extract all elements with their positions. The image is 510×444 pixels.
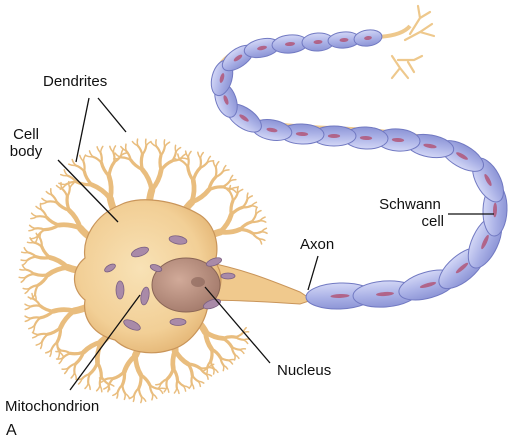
nucleolus: [191, 277, 205, 287]
myelin-sheath: [210, 29, 508, 310]
label-cell-body-line1: Cell: [13, 126, 39, 143]
label-schwann-cell: Schwann cell: [376, 196, 444, 230]
leader-lines: [57, 97, 494, 391]
panel-letter: A: [6, 422, 17, 439]
axon-hillock: [199, 261, 314, 305]
label-cell-body: Cell body: [6, 126, 46, 160]
label-schwann-line1: Schwann: [379, 196, 441, 213]
label-schwann-line2: cell: [421, 213, 444, 230]
axon-terminals: [390, 4, 436, 80]
nucleus: [151, 257, 221, 313]
label-mitochondrion: Mitochondrion: [5, 398, 100, 415]
label-cell-body-line2: body: [9, 143, 43, 160]
organelles: [104, 235, 236, 331]
label-axon: Axon: [300, 236, 335, 253]
label-nucleus: Nucleus: [277, 362, 332, 379]
label-dendrites: Dendrites: [43, 73, 108, 90]
